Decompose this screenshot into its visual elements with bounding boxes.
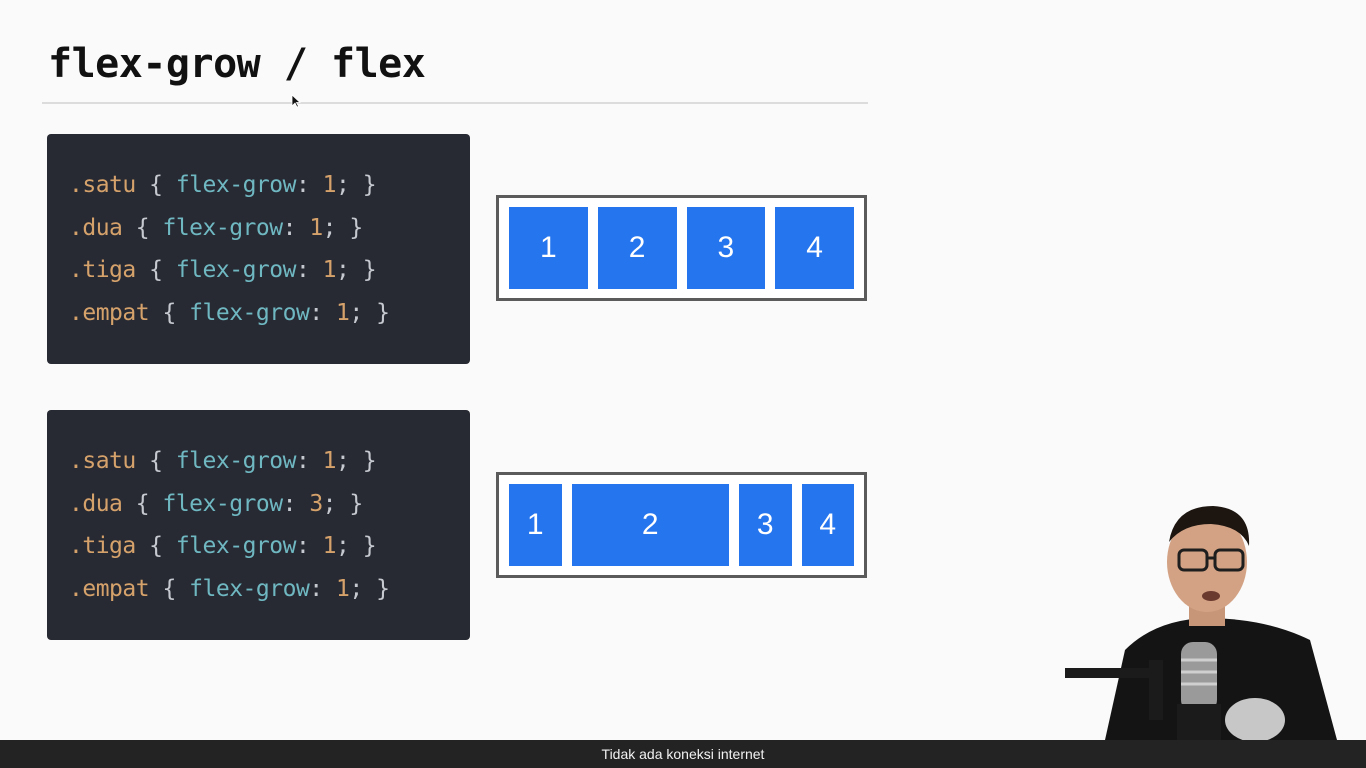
open-brace: { (135, 490, 150, 517)
close-brace: } (349, 490, 363, 517)
code-block-equal-grow: .satu { flex-grow: 1; } .dua { flex-grow… (47, 134, 470, 364)
flex-item-box: 3 (739, 484, 792, 566)
status-bar: Tidak ada koneksi internet (0, 740, 1366, 768)
flex-demo-weighted-grow: 1 2 3 4 (496, 472, 867, 578)
semicolon: ; (336, 448, 350, 474)
status-message: Tidak ada koneksi internet (601, 746, 765, 762)
semicolon: ; (336, 533, 350, 559)
css-value: 1 (309, 214, 323, 241)
colon: : (282, 490, 297, 517)
mouse-pointer-icon (291, 94, 301, 108)
css-selector: .satu (69, 172, 136, 198)
colon: : (295, 448, 310, 474)
flex-item-box: 1 (509, 207, 588, 289)
code-line: .tiga { flex-grow: 1; } (69, 249, 470, 292)
semicolon: ; (322, 490, 337, 517)
close-brace: } (349, 214, 363, 241)
css-selector: .tiga (69, 533, 136, 559)
open-brace: { (149, 257, 163, 283)
css-selector: .tiga (69, 257, 136, 283)
flex-item-box: 2 (597, 207, 677, 289)
css-value: 3 (309, 490, 323, 517)
css-property: flex-grow (175, 257, 297, 283)
close-brace: } (362, 257, 377, 283)
css-property: flex-grow (175, 533, 297, 559)
code-line: .empat { flex-grow: 1; } (69, 568, 470, 611)
code-line: .tiga { flex-grow: 1; } (69, 525, 470, 568)
css-property: flex-grow (162, 214, 283, 241)
open-brace: { (162, 575, 176, 602)
flex-demo-equal-grow: 1 2 3 4 (496, 195, 867, 301)
colon: : (309, 299, 323, 326)
flex-item-box: 4 (775, 207, 854, 289)
open-brace: { (149, 448, 163, 474)
slide-title: flex-grow / flex (48, 41, 426, 87)
flex-item-box: 3 (686, 207, 766, 289)
colon: : (282, 214, 297, 241)
flex-item-box: 2 (571, 484, 729, 566)
colon: : (309, 575, 323, 602)
semicolon: ; (336, 172, 350, 198)
css-value: 1 (322, 257, 337, 283)
css-selector: .satu (69, 448, 136, 474)
code-line: .satu { flex-grow: 1; } (69, 440, 470, 483)
close-brace: } (362, 172, 377, 198)
presenter-webcam (1065, 500, 1345, 740)
colon: : (295, 172, 310, 198)
code-line: .satu { flex-grow: 1; } (69, 164, 470, 207)
css-selector: .dua (69, 490, 123, 517)
css-selector: .dua (69, 214, 123, 241)
css-value: 1 (322, 448, 337, 474)
css-value: 1 (322, 172, 337, 198)
code-line: .empat { flex-grow: 1; } (69, 292, 470, 335)
code-line: .dua { flex-grow: 3; } (69, 483, 470, 526)
css-value: 1 (322, 533, 337, 559)
flex-item-box: 1 (509, 484, 562, 566)
semicolon: ; (349, 299, 363, 326)
css-selector: .empat (69, 575, 150, 602)
semicolon: ; (336, 257, 350, 283)
close-brace: } (362, 448, 377, 474)
close-brace: } (376, 575, 390, 602)
open-brace: { (162, 299, 176, 326)
css-selector: .empat (69, 299, 150, 326)
close-brace: } (362, 533, 377, 559)
css-property: flex-grow (175, 448, 297, 474)
css-property: flex-grow (175, 172, 297, 198)
flex-item-box: 4 (801, 484, 854, 566)
colon: : (295, 533, 310, 559)
css-property: flex-grow (162, 490, 283, 517)
open-brace: { (135, 214, 150, 241)
open-brace: { (149, 172, 163, 198)
css-property: flex-grow (189, 299, 310, 326)
colon: : (295, 257, 310, 283)
css-value: 1 (336, 575, 350, 602)
semicolon: ; (322, 214, 337, 241)
title-divider (42, 102, 868, 104)
code-line: .dua { flex-grow: 1; } (69, 207, 470, 250)
close-brace: } (376, 299, 390, 326)
open-brace: { (149, 533, 163, 559)
css-value: 1 (336, 299, 350, 326)
lecture-slide: flex-grow / flex .satu { flex-grow: 1; }… (42, 41, 1345, 740)
css-property: flex-grow (189, 575, 310, 602)
semicolon: ; (349, 575, 363, 602)
code-block-weighted-grow: .satu { flex-grow: 1; } .dua { flex-grow… (47, 410, 470, 640)
